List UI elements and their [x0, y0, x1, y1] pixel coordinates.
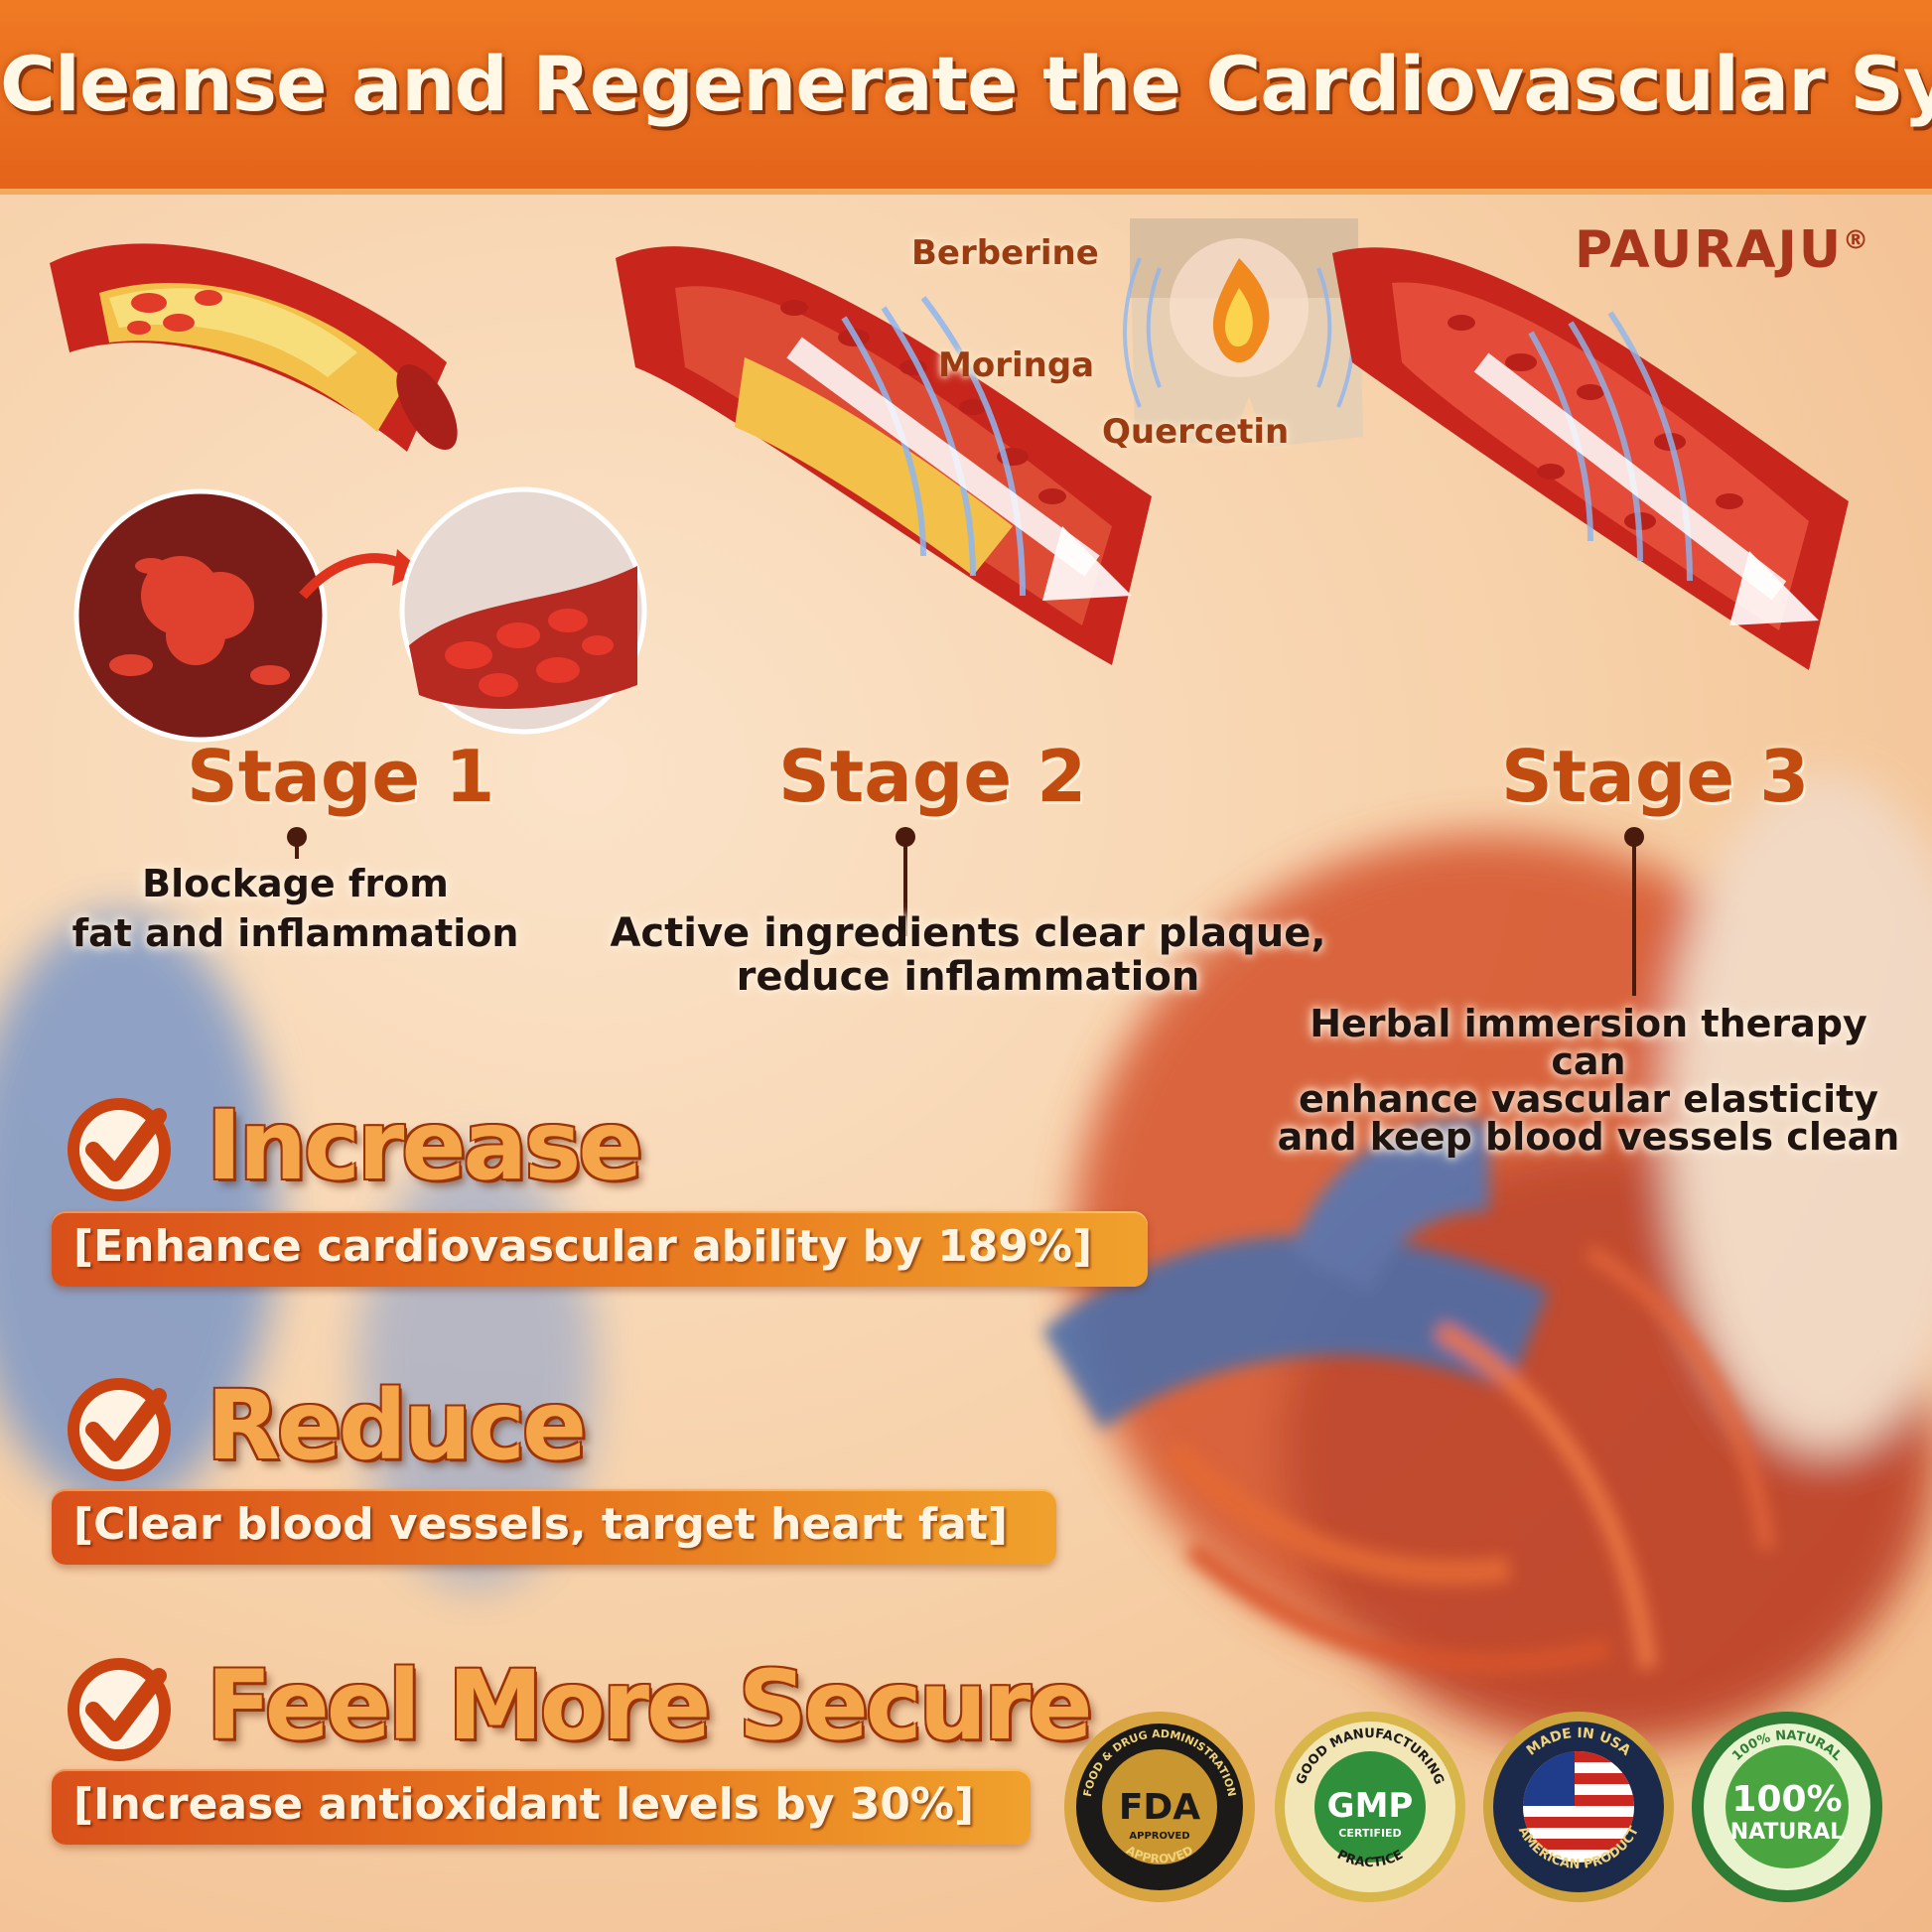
heart-background-illustration — [0, 774, 1932, 1747]
stage-1-description: Blockage from fat and inflammation — [71, 862, 519, 955]
svg-text:PRACTICE: PRACTICE — [1334, 1848, 1406, 1870]
benefit-2-bar: [Clear blood vessels, target heart fat] — [52, 1489, 1056, 1565]
stage-3-pointer — [1624, 827, 1644, 996]
svg-text:FDA: FDA — [1119, 1787, 1200, 1828]
stage3-clean-vessel-illustration — [1332, 247, 1849, 671]
stage-2-pointer — [896, 827, 915, 936]
ingredient-label-quercetin: Quercetin — [1102, 412, 1290, 452]
benefit-3-text: [Increase antioxidant levels by 30%] — [73, 1779, 975, 1830]
arrow-right-icon — [299, 549, 422, 600]
svg-text:APPROVED: APPROVED — [1124, 1843, 1195, 1865]
check-circle-icon — [68, 1658, 171, 1761]
benefit-3-title: Feel More Secure — [207, 1650, 1093, 1761]
fda-approved-seal: FOOD & DRUG ADMINISTRATION FDA APPROVED … — [1064, 1712, 1255, 1902]
svg-text:GMP: GMP — [1327, 1786, 1414, 1826]
benefit-1-text: [Enhance cardiovascular ability by 189%] — [73, 1221, 1093, 1272]
brand-logo: PAURAJU® — [1575, 220, 1871, 280]
benefit-1-title: Increase — [207, 1090, 642, 1201]
blood-clot-closeup-illustration — [73, 488, 328, 743]
stage-1-pointer — [287, 827, 307, 859]
stage-2-title: Stage 2 — [778, 735, 1087, 818]
ingredient-label-berberine: Berberine — [911, 233, 1099, 273]
header-banner: Cleanse and Regenerate the Cardiovascula… — [0, 0, 1932, 195]
svg-text:100%: 100% — [1731, 1779, 1842, 1820]
stage-2-description: Active ingredients clear plaque, reduce … — [610, 910, 1326, 1000]
benefit-2-text: [Clear blood vessels, target heart fat] — [73, 1499, 1008, 1550]
benefit-3-bar: [Increase antioxidant levels by 30%] — [52, 1769, 1031, 1845]
made-in-usa-seal: MADE IN USA AMERICAN PRODUCT — [1483, 1712, 1674, 1902]
natural-seal: 100% NATURAL 100% NATURAL — [1692, 1712, 1882, 1902]
stage-3-description: Herbal immersion therapy can enhance vas… — [1277, 1002, 1900, 1159]
stage1-blocked-vessel-illustration — [50, 243, 458, 452]
svg-text:CERTIFIED: CERTIFIED — [1338, 1827, 1401, 1840]
product-shorts-illustration — [1123, 218, 1363, 447]
stage-1-title: Stage 1 — [187, 735, 495, 818]
stage-3-title: Stage 3 — [1501, 735, 1810, 818]
red-blood-cells-closeup-illustration — [399, 486, 647, 735]
gmp-certified-seal: GOOD MANUFACTURING GMP CERTIFIED PRACTIC… — [1275, 1712, 1465, 1902]
check-circle-icon — [68, 1098, 171, 1201]
benefit-1-bar: [Enhance cardiovascular ability by 189%] — [52, 1211, 1148, 1287]
stage2-cleansing-vessel-illustration — [616, 246, 1152, 665]
check-circle-icon — [68, 1378, 171, 1481]
ingredient-label-moringa: Moringa — [938, 345, 1095, 385]
benefit-2-title: Reduce — [207, 1370, 587, 1481]
page-title: Cleanse and Regenerate the Cardiovascula… — [0, 40, 1932, 128]
svg-text:APPROVED: APPROVED — [1129, 1831, 1189, 1842]
svg-text:NATURAL: NATURAL — [1730, 1820, 1845, 1845]
